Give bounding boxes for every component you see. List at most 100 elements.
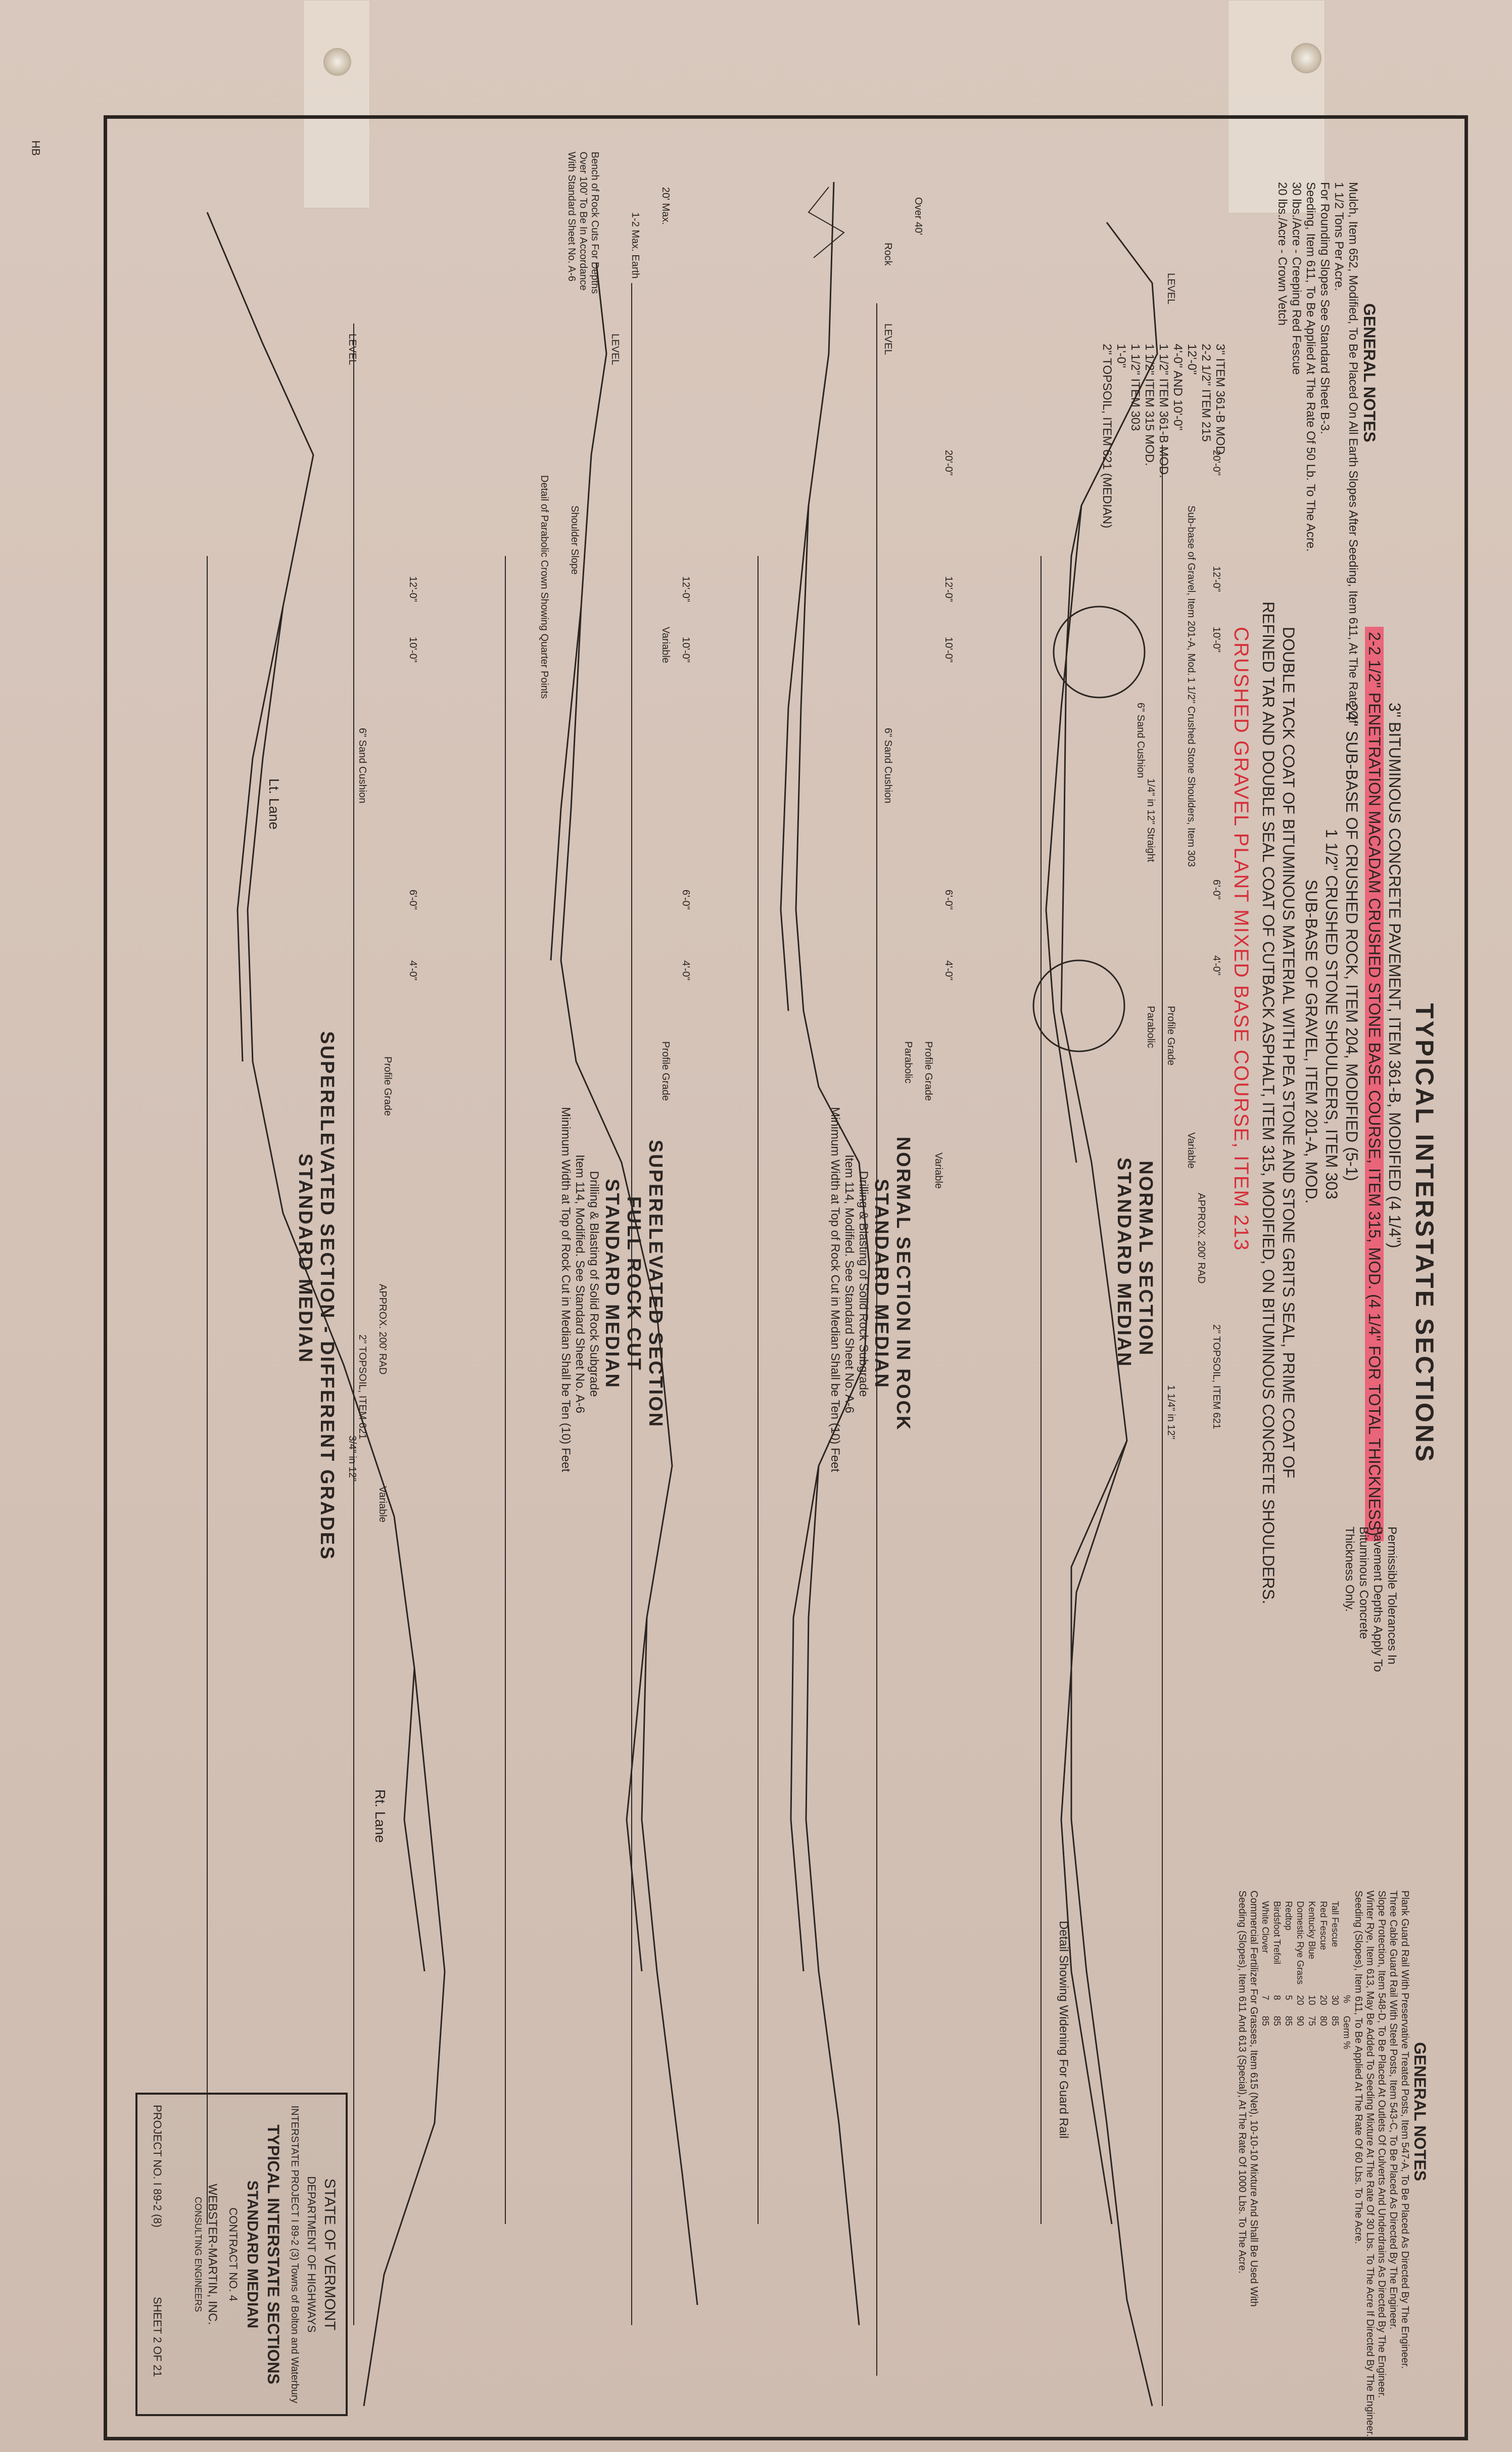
label: 6" Sand Cushion <box>1135 703 1146 778</box>
callout-topsoil: 2" TOPSOIL, ITEM 621 (MEDIAN) <box>1100 344 1114 529</box>
label: LEVEL <box>882 323 893 355</box>
dim: 6'-0" <box>680 890 691 910</box>
label: APPROX. 200' RAD <box>1196 1193 1207 1284</box>
gn-right-line: Winter Rye, Item 613, May Be Added To Se… <box>1364 1890 1376 2437</box>
gn-left-line: 1 1/2 Tons Per Acre. <box>1332 182 1346 291</box>
dim: 4'-0" <box>943 960 954 981</box>
pin-left <box>323 48 351 76</box>
spec-line: 24" SUB-BASE OF CRUSHED ROCK, ITEM 204, … <box>1343 703 1361 1181</box>
dim: 20'-0" <box>1211 450 1222 476</box>
tb-project: INTERSTATE PROJECT I 89-2 (3) Towns of B… <box>289 2105 300 2403</box>
tb-state: STATE OF VERMONT <box>321 2178 338 2331</box>
callout-dim: 1'-0" <box>1114 344 1128 368</box>
seed-header: Germ % <box>1342 2016 1352 2050</box>
spec-line: 3" BITUMINOUS CONCRETE PAVEMENT, ITEM 36… <box>1386 703 1404 1248</box>
spec-line-highlighted: 2-2 1/2" PENETRATION MACADAM CRUSHED STO… <box>1365 627 1384 1542</box>
normal-section-profile <box>1032 222 1158 2407</box>
label: Profile Grade <box>660 1041 671 1101</box>
label: Rock <box>882 243 893 266</box>
guard-rail-detail-label: Detail Showing Widening For Guard Rail <box>1057 1921 1070 2139</box>
section-2-title: NORMAL SECTION IN ROCK STANDARD MEDIAN D… <box>828 1107 914 1472</box>
label: 2" TOPSOIL, ITEM 621 <box>1211 1324 1222 1429</box>
section-note: Minimum Width at Top of Rock Cut in Medi… <box>828 1107 842 1472</box>
callout-item: 3" ITEM 361-B MOD. <box>1213 344 1227 458</box>
callout-item: 2-2 1/2" ITEM 215 <box>1199 344 1213 442</box>
section-3-title: SUPERELEVATED SECTION FULL ROCK CUT STAN… <box>558 1107 666 1472</box>
dim: 6'-0" <box>943 890 954 910</box>
section-subtitle: STANDARD MEDIAN <box>295 1153 316 1364</box>
detail-callout: 3" ITEM 361-B MOD. 2-2 1/2" ITEM 215 12'… <box>1100 344 1227 528</box>
callout-item: 1 1/2" ITEM 315 MOD. <box>1143 344 1156 466</box>
dim: 10'-0" <box>943 637 954 663</box>
section-note: Drilling & Blasting of Solid Rock Subgra… <box>587 1171 601 1397</box>
tb-firm: WEBSTER-MARTIN, INC. <box>206 2184 219 2325</box>
dim: 12'-0" <box>943 576 954 602</box>
callout-item: 1 1/2" ITEM 303 <box>1128 344 1142 431</box>
general-notes-right: GENERAL NOTES Plank Guard Rail With Pres… <box>1236 1890 1429 2437</box>
dim: 6'-0" <box>1211 880 1222 900</box>
label: Bench of Rock Cuts For Depths Over 100' … <box>566 152 600 294</box>
superelevated-rock-profile <box>550 262 698 2305</box>
gn-right-line: Seeding (Slopes), Item 611, To Be Applie… <box>1353 1890 1364 2244</box>
gn-left-line: Seeding, Item 611, To Be Applied At The … <box>1304 182 1317 552</box>
dimension-lines <box>207 283 1163 2406</box>
label: 1 1/2" Crushed Stone Shoulders, Item 303 <box>1186 677 1197 867</box>
dim: 1 1/4" in 12" <box>1165 1385 1176 1440</box>
label: Variable <box>660 627 671 663</box>
label: Parabolic <box>903 1041 914 1084</box>
callout-dim: 4'-0" AND 10'-0" <box>1171 344 1185 431</box>
section-note: Item 114, Modified. See Standard Sheet N… <box>573 1154 587 1413</box>
dim: 12'-0" <box>680 576 691 602</box>
tb-contract: CONTRACT NO. 4 <box>227 2207 240 2301</box>
main-title: TYPICAL INTERSTATE SECTIONS <box>1410 1003 1439 1464</box>
label: 6" Sand Cushion <box>357 728 368 804</box>
tb-sheet: SHEET 2 OF 21 <box>151 2297 164 2377</box>
label: Profile Grade <box>382 1056 393 1116</box>
tb-project-no: PROJECT NO. I 89-2 (8) <box>151 2105 164 2228</box>
gn-right-line: Commercial Fertilizer For Grasses, Item … <box>1237 1890 1259 2307</box>
dim: 1/4" in 12" Straight <box>1145 778 1156 862</box>
dim: 10'-0" <box>680 637 691 663</box>
tape-left <box>303 0 370 208</box>
dim: 10'-0" <box>1211 627 1222 653</box>
dim: 12'-0" <box>1211 566 1222 592</box>
label: Over 40' <box>913 197 924 235</box>
label: Variable <box>933 1152 944 1189</box>
label: Variable <box>377 1486 388 1522</box>
tb-title1: TYPICAL INTERSTATE SECTIONS <box>264 2124 282 2384</box>
callout-item: 1 1/2" ITEM 361-B MOD. <box>1157 344 1170 478</box>
label: 6" Sand Cushion <box>882 728 893 804</box>
section-1-title: NORMAL SECTION STANDARD MEDIAN <box>1113 1158 1156 1368</box>
spec-line: DOUBLE TACK COAT OF BITUMINOUS MATERIAL … <box>1280 627 1298 1478</box>
section-subtitle: FULL ROCK CUT <box>623 1196 644 1372</box>
dim: 6'-0" <box>407 890 418 910</box>
gn-left-line: Mulch, Item 652, Modified, To Be Placed … <box>1346 182 1360 724</box>
superelevated-different-profile <box>206 212 446 2407</box>
tb-firm-sub: CONSULTING ENGINEERS <box>193 2197 203 2312</box>
label: 1-2 Max. Earth <box>630 212 641 279</box>
section-subtitle: STANDARD MEDIAN <box>601 1179 623 1389</box>
section-note: Item 114, Modified. See Standard Sheet N… <box>842 1154 856 1413</box>
label: LEVEL <box>609 334 621 365</box>
section-subtitle: STANDARD MEDIAN <box>1113 1158 1135 1368</box>
tb-dept: DEPARTMENT OF HIGHWAYS <box>305 2176 318 2333</box>
label: Profile Grade <box>923 1041 934 1101</box>
spec-line: SUB-BASE OF GRAVEL, ITEM 201-A, MOD. <box>1302 880 1320 1204</box>
general-notes-right-title: GENERAL NOTES <box>1411 2042 1429 2181</box>
tape-right <box>1228 0 1325 213</box>
section-4-title: SUPERELEVATED SECTION - DIFFERENT GRADES… <box>294 1031 338 1561</box>
gn-left-line: For Rounding Slopes See Standard Sheet B… <box>1318 182 1332 434</box>
section-title: SUPERELEVATED SECTION <box>645 1139 666 1428</box>
rock-section-profile <box>780 181 870 2326</box>
dim: 4'-0" <box>680 960 691 981</box>
gn-right-line: Slope Protection, Item 548-D, To Be Plac… <box>1376 1890 1387 2398</box>
gn-right-line: Plank Guard Rail With Preservative Treat… <box>1399 1890 1410 2369</box>
section-note: Minimum Width at Top of Rock Cut in Medi… <box>559 1107 573 1472</box>
spec-line-red: CRUSHED GRAVEL PLANT MIXED BASE COURSE, … <box>1230 627 1252 1252</box>
dim: 4'-0" <box>407 960 418 981</box>
